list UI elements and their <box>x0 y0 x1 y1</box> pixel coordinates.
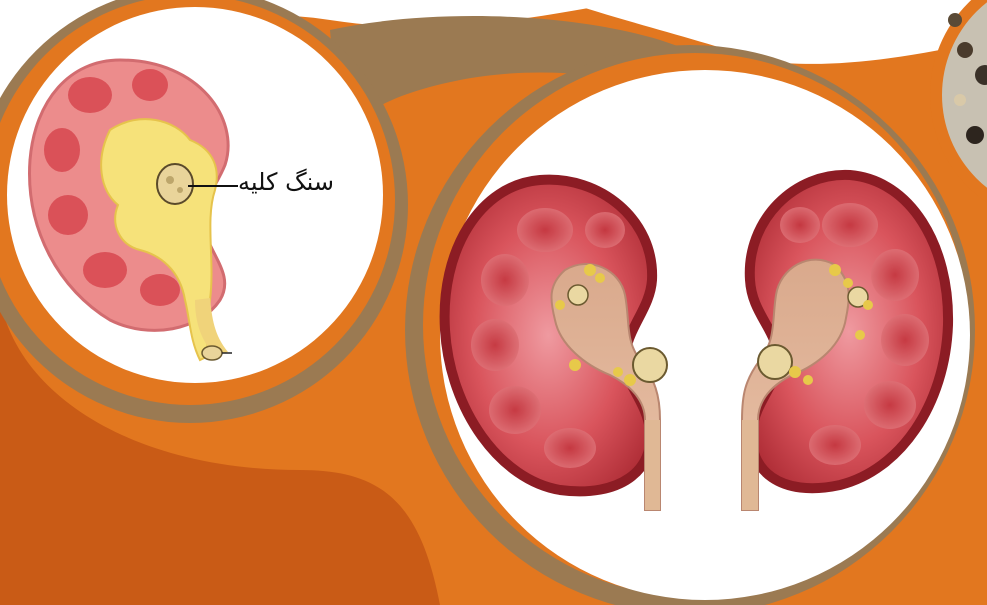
kidney-stone-icon <box>157 164 193 204</box>
kidney-stone-label: سنگ کلیه <box>238 168 334 196</box>
main-circle <box>405 45 975 605</box>
